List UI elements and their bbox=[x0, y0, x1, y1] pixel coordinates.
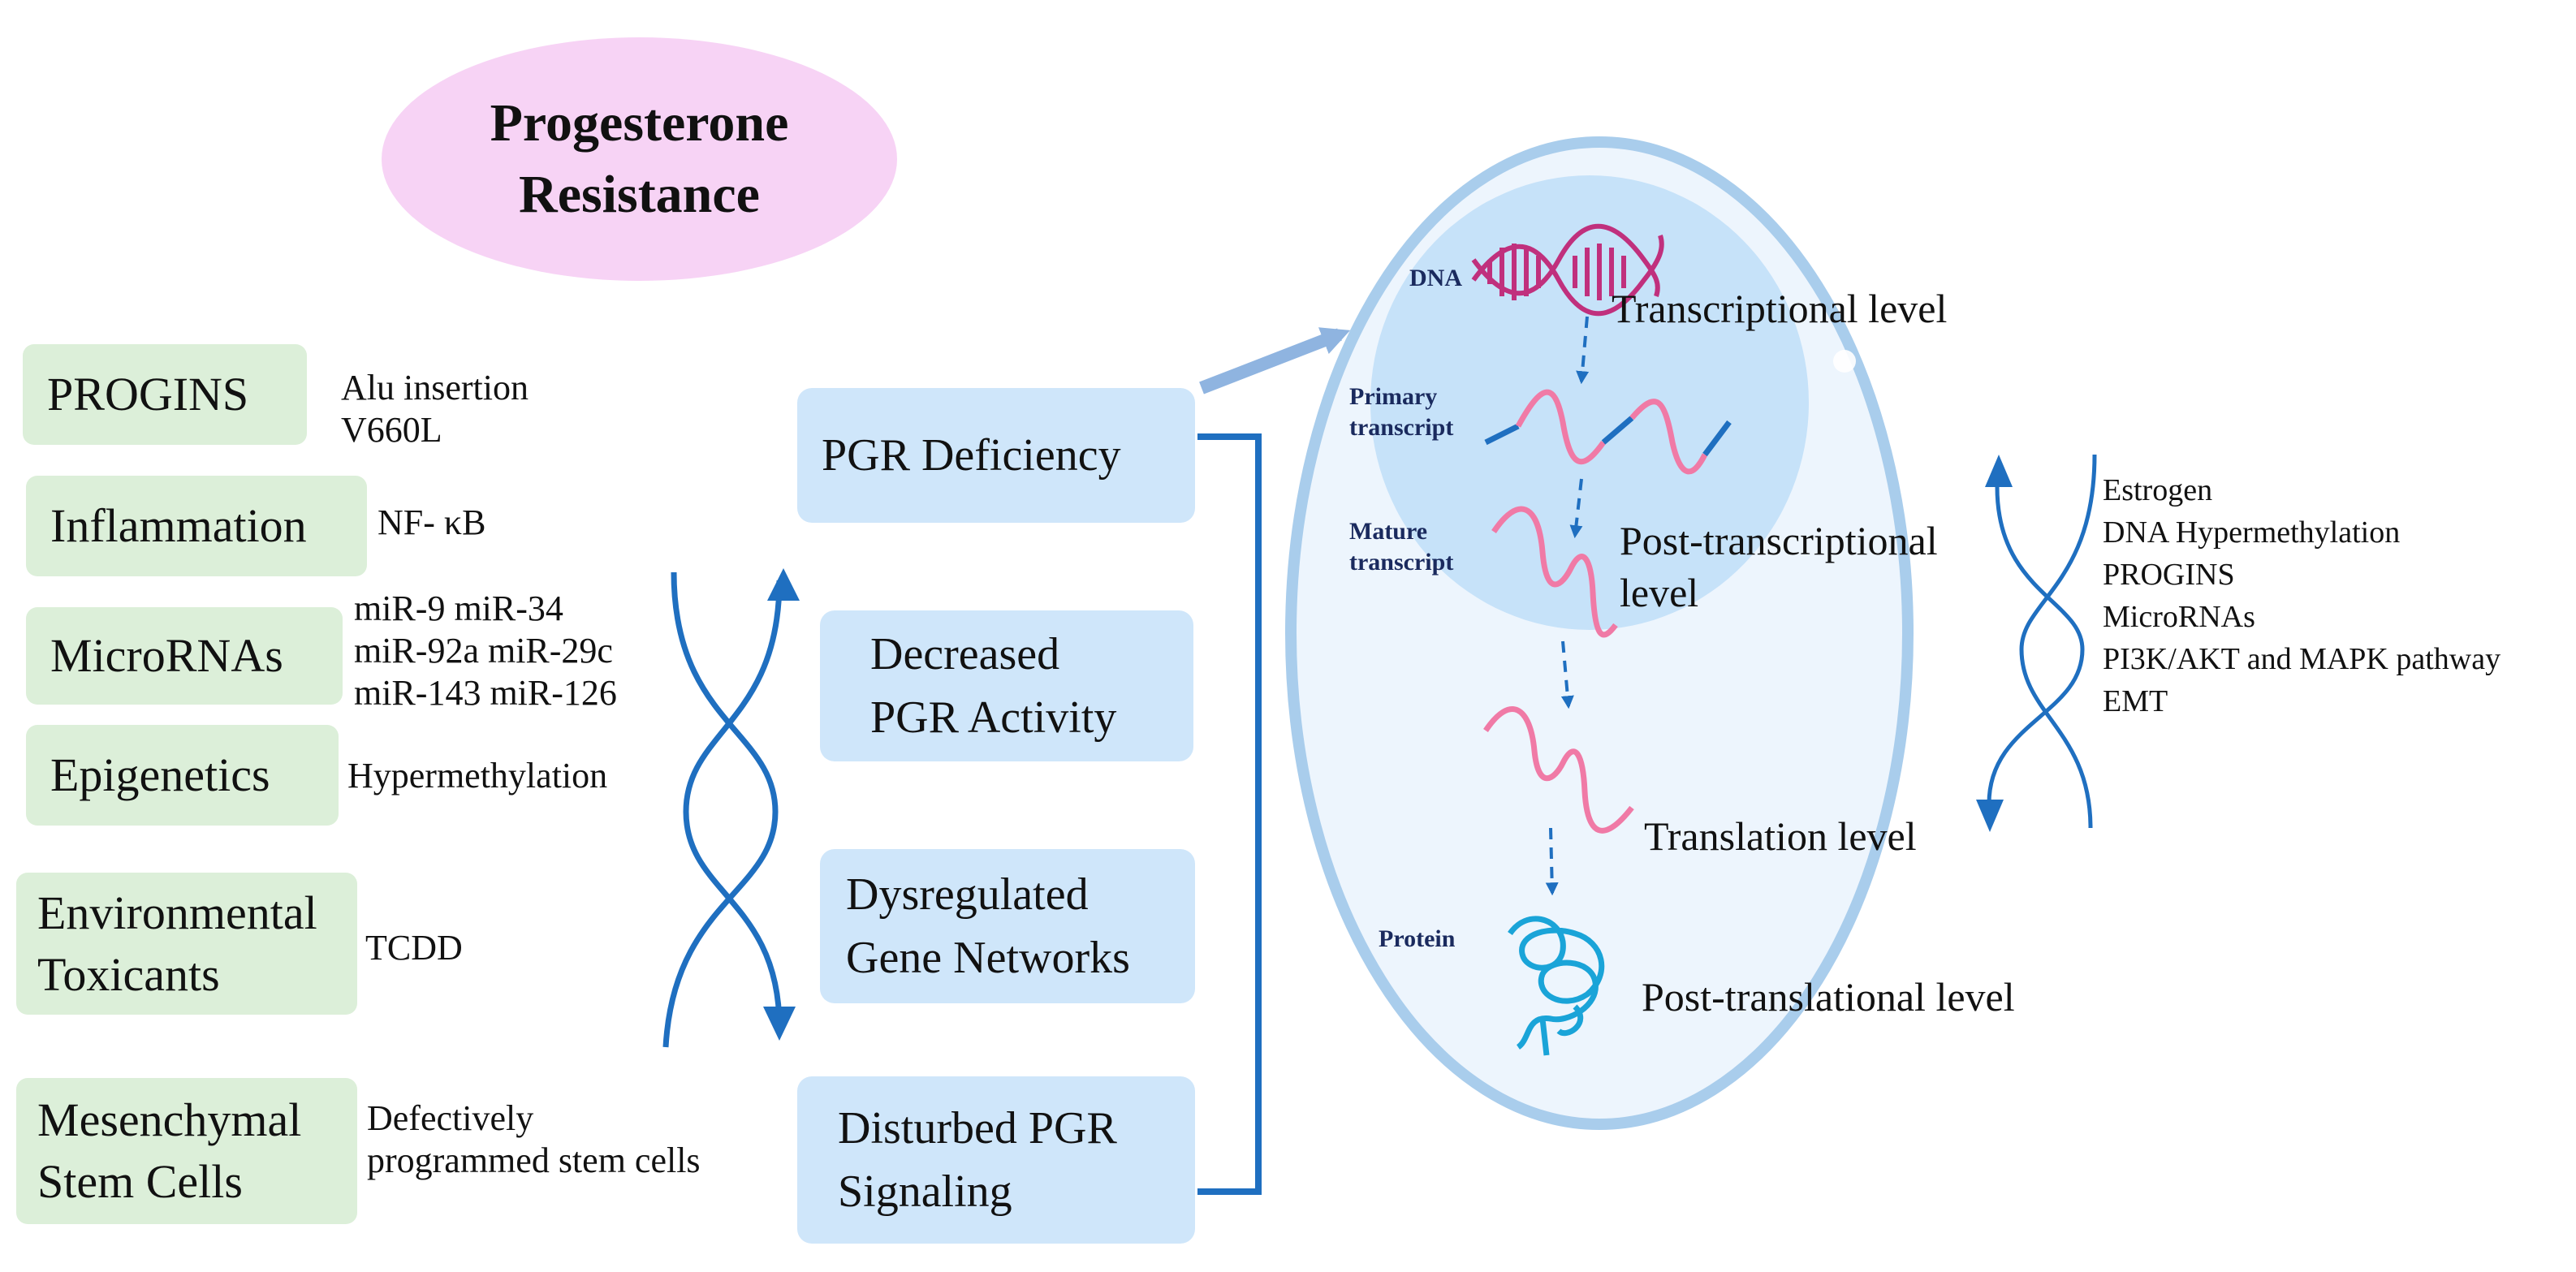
primary-transcript-label: Primary transcript bbox=[1349, 383, 1454, 441]
factor-detail-mesenchymal-stem-cells: Defectively programmed stem cells bbox=[367, 1098, 701, 1180]
cytoplasm-transcript bbox=[1483, 706, 1634, 834]
mechanism-box-dysregulated-gene-networks: Dysregulated Gene Networks bbox=[820, 849, 1195, 1003]
protein-fold bbox=[1508, 916, 1605, 1056]
factor-detail-progins: Alu insertion V660L bbox=[341, 368, 529, 450]
dna-label: DNA bbox=[1409, 265, 1462, 291]
factor-label: Mesenchymal Stem Cells bbox=[37, 1093, 302, 1208]
primary-transcript bbox=[1484, 389, 1732, 475]
factor-detail-inflammation: NF- κB bbox=[378, 502, 486, 542]
regulator-list: Estrogen DNA Hypermethylation PROGINS Mi… bbox=[2103, 473, 2501, 718]
protein-label: Protein bbox=[1379, 925, 1456, 952]
factor-label: MicroRNAs bbox=[50, 629, 283, 682]
mechanism-box-pgr-deficiency: PGR Deficiency bbox=[797, 388, 1195, 523]
factor-detail-micrornas: miR-9 miR-34 miR-92a miR-29c miR-143 miR… bbox=[354, 589, 617, 713]
mechanism-label: Dysregulated Gene Networks bbox=[846, 869, 1130, 983]
factor-detail-environmental-toxicants: TCDD bbox=[365, 928, 463, 968]
mechanism-label: PGR Deficiency bbox=[822, 430, 1121, 481]
right-up-down-arrows bbox=[1987, 454, 2097, 829]
factor-label: PROGINS bbox=[47, 368, 249, 420]
factor-box-epigenetics: Epigenetics bbox=[26, 725, 339, 826]
factor-box-environmental-toxicants: Environmental Toxicants bbox=[16, 873, 357, 1015]
left-arrow-down-head bbox=[763, 1007, 796, 1041]
post-translational-level-label: Post-translational level bbox=[1642, 974, 2015, 1020]
mechanism-box-decreased-pgr-activity: Decreased PGR Activity bbox=[820, 610, 1193, 761]
mature-transcript bbox=[1491, 506, 1618, 638]
mechanism-box-disturbed-pgr-signaling: Disturbed PGR Signaling bbox=[797, 1076, 1195, 1244]
right-arrow-down-head bbox=[1976, 800, 2004, 832]
mechanism-label: Decreased PGR Activity bbox=[870, 629, 1117, 743]
vesicle-dot bbox=[1833, 350, 1856, 373]
factor-box-progins: PROGINS bbox=[23, 344, 307, 445]
factor-box-micrornas: MicroRNAs bbox=[26, 607, 343, 705]
mechanism-label: Disturbed PGR Signaling bbox=[838, 1103, 1117, 1217]
factor-box-mesenchymal-stem-cells: Mesenchymal Stem Cells bbox=[16, 1078, 357, 1224]
mechanism-bracket bbox=[1197, 433, 1262, 1195]
nucleus bbox=[1370, 175, 1809, 630]
factor-label: Environmental Toxicants bbox=[37, 886, 317, 1001]
factor-box-inflammation: Inflammation bbox=[26, 476, 367, 576]
translation-level-label: Translation level bbox=[1644, 813, 1917, 859]
factor-label: Inflammation bbox=[50, 499, 307, 552]
post-transcriptional-level-label: Post-transcriptional level bbox=[1620, 518, 1938, 615]
mature-transcript-label: Mature transcript bbox=[1349, 518, 1454, 576]
to-cell-arrow bbox=[1199, 327, 1351, 395]
dna-helix bbox=[1471, 223, 1664, 317]
transcriptional-level-label: Transcriptional level bbox=[1612, 286, 1948, 331]
page-title: Progesterone Resistance bbox=[490, 93, 789, 224]
left-arrow-up-head bbox=[767, 568, 800, 601]
title-ellipse: Progesterone Resistance bbox=[382, 37, 897, 281]
factor-label: Epigenetics bbox=[50, 748, 270, 801]
factor-detail-epigenetics: Hypermethylation bbox=[347, 756, 608, 796]
left-up-down-arrows bbox=[662, 571, 783, 1048]
flow-arrows bbox=[1545, 316, 1590, 896]
right-arrow-up-head bbox=[1985, 455, 2013, 487]
